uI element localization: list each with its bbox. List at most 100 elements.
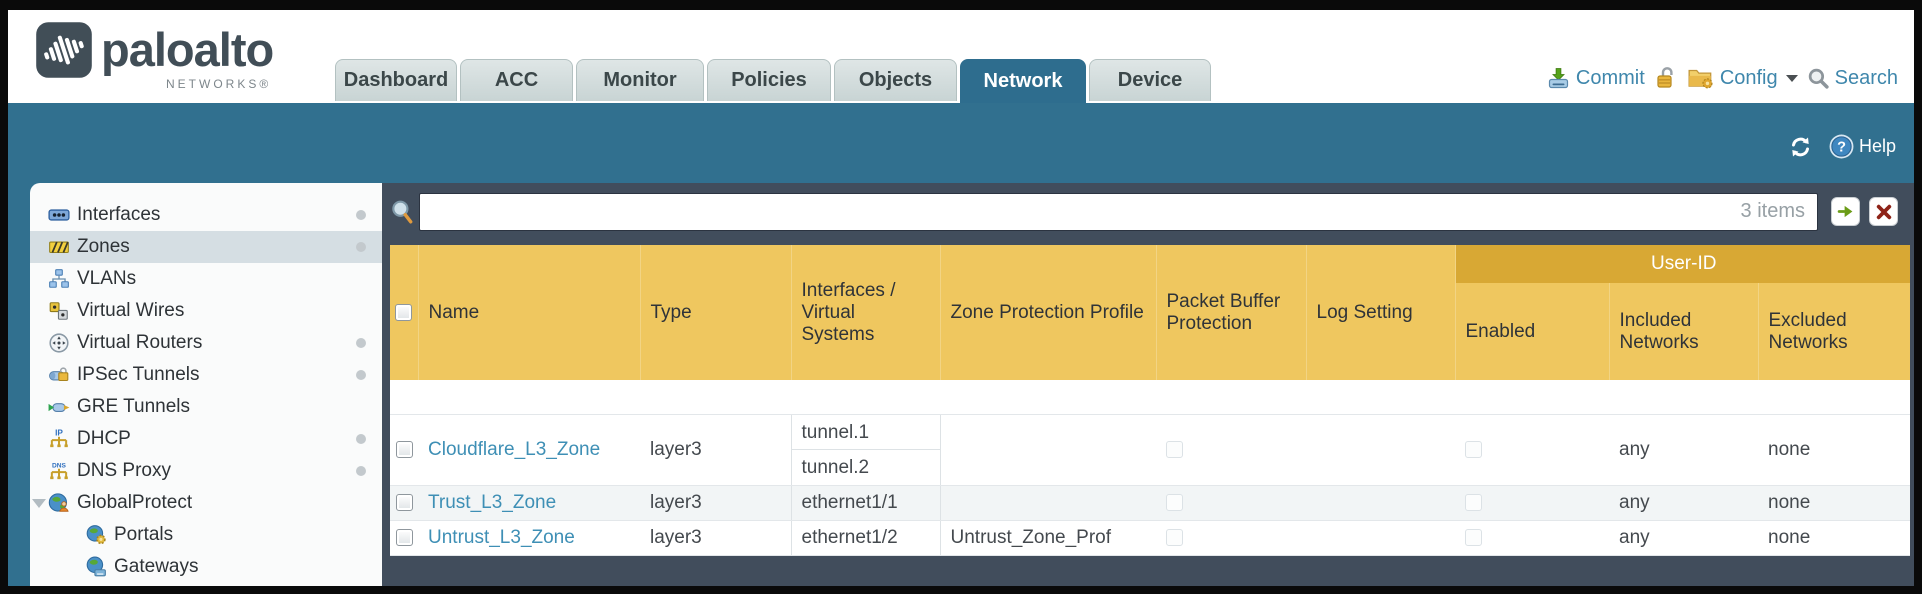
gre-tunnels-icon — [48, 403, 70, 412]
search-label: Search — [1834, 66, 1898, 89]
log-setting-cell — [1306, 520, 1455, 556]
apply-filter-button[interactable] — [1831, 197, 1860, 226]
zone-name-link[interactable]: Trust_L3_Zone — [428, 491, 557, 513]
network-sidebar: Interfaces Zones VLANs — [30, 183, 382, 586]
packet-buffer-cell — [1156, 414, 1306, 486]
userid-enabled-cell — [1455, 520, 1609, 556]
col-enabled[interactable]: Enabled — [1455, 283, 1610, 380]
header-gap — [390, 380, 1910, 415]
lock-icon[interactable] — [1654, 65, 1678, 91]
sidebar-item-virtual-routers[interactable]: Virtual Routers — [30, 327, 382, 359]
interfaces-icon — [48, 209, 70, 221]
sidebar-item-vlans[interactable]: VLANs — [30, 263, 382, 295]
item-options-dot[interactable] — [356, 338, 366, 348]
config-label: Config — [1719, 66, 1778, 89]
sidebar-item-ipsec-tunnels[interactable]: IPSec Tunnels — [30, 359, 382, 391]
sidebar-item-virtual-wires[interactable]: Virtual Wires — [30, 295, 382, 327]
clear-filter-button[interactable] — [1869, 197, 1898, 226]
userid-enabled-checkbox — [1465, 493, 1482, 511]
col-packet-buffer[interactable]: Packet Buffer Protection — [1156, 245, 1307, 380]
col-log-setting[interactable]: Log Setting — [1306, 245, 1456, 380]
col-type[interactable]: Type — [640, 245, 792, 380]
vlans-icon — [49, 269, 69, 288]
item-options-dot[interactable] — [356, 434, 366, 444]
sidebar-item-zones[interactable]: Zones — [30, 231, 382, 263]
zone-type: layer3 — [640, 414, 791, 486]
tab-monitor[interactable]: Monitor — [576, 59, 704, 101]
sidebar-item-portals[interactable]: Portals — [30, 519, 382, 551]
excluded-networks-cell: none — [1758, 414, 1910, 486]
item-options-dot[interactable] — [356, 466, 366, 476]
tab-network[interactable]: Network — [960, 59, 1086, 103]
row-checkbox[interactable] — [395, 440, 413, 458]
help-label: Help — [1858, 136, 1896, 156]
portals-icon — [86, 525, 106, 545]
refresh-icon[interactable] — [1787, 135, 1814, 159]
zone-interfaces: tunnel.1 tunnel.2 — [790, 414, 941, 486]
log-setting-cell — [1306, 414, 1455, 486]
dns-proxy-icon: DNS — [50, 463, 68, 480]
items-count: 3 items — [1740, 200, 1805, 222]
zone-name-link[interactable]: Cloudflare_L3_Zone — [428, 438, 601, 460]
svg-text:IP: IP — [55, 429, 63, 438]
tab-policies[interactable]: Policies — [707, 59, 831, 101]
sidebar-item-gre-tunnels[interactable]: GRE Tunnels — [30, 391, 382, 423]
commit-button[interactable]: Commit — [1546, 66, 1645, 90]
filter-search-icon[interactable] — [390, 199, 414, 225]
col-included-networks[interactable]: Included Networks — [1609, 283, 1759, 380]
sidebar-label: VLANs — [77, 268, 137, 289]
commit-label: Commit — [1575, 66, 1645, 89]
zone-name-link[interactable]: Untrust_L3_Zone — [428, 526, 575, 548]
row-checkbox[interactable] — [395, 528, 413, 546]
zones-panel: 3 items — [382, 183, 1914, 586]
tab-acc[interactable]: ACC — [460, 59, 573, 101]
virtual-wires-icon — [49, 302, 68, 320]
quick-actions: Commit Config — [1546, 65, 1898, 91]
filter-input[interactable] — [420, 193, 1741, 230]
commit-icon — [1548, 68, 1569, 89]
page-tools: ? Help — [1787, 133, 1896, 160]
config-menu[interactable]: Config — [1687, 65, 1798, 91]
sidebar-item-gateways[interactable]: Gateways — [30, 551, 382, 583]
col-name[interactable]: Name — [418, 245, 641, 380]
help-button[interactable]: ? Help — [1828, 133, 1896, 160]
row-select-cell — [390, 414, 418, 486]
col-zone-protection[interactable]: Zone Protection Profile — [940, 245, 1157, 380]
interface-item: tunnel.2 — [801, 456, 870, 478]
tab-dashboard[interactable]: Dashboard — [335, 59, 457, 101]
dhcp-icon: IP — [50, 429, 68, 448]
userid-enabled-checkbox — [1465, 528, 1482, 546]
select-all-checkbox[interactable] — [395, 303, 413, 321]
zones-table-wrap: Name Type Interfaces / Virtual Systems Z… — [390, 245, 1910, 556]
row-checkbox[interactable] — [395, 493, 413, 511]
apply-filter-icon — [1837, 205, 1853, 218]
tab-device[interactable]: Device — [1089, 59, 1211, 101]
col-excluded-networks[interactable]: Excluded Networks — [1758, 283, 1910, 380]
sidebar-item-dhcp[interactable]: IP DHCP — [30, 423, 382, 455]
zones-table: Name Type Interfaces / Virtual Systems Z… — [390, 245, 1910, 556]
item-options-dot[interactable] — [356, 370, 366, 380]
svg-text:DNS: DNS — [52, 463, 67, 470]
paloalto-logo-icon — [36, 22, 92, 78]
main-nav-tabs: Dashboard ACC Monitor Policies Objects N… — [335, 59, 1211, 103]
zone-type: layer3 — [640, 520, 791, 556]
sidebar-item-dns-proxy[interactable]: DNS DNS Proxy — [30, 455, 382, 487]
sidebar-item-interfaces[interactable]: Interfaces — [30, 199, 382, 231]
sidebar-label: DHCP — [77, 428, 131, 449]
sidebar-item-globalprotect[interactable]: GlobalProtect — [30, 487, 382, 519]
tab-objects[interactable]: Objects — [834, 59, 957, 101]
sidebar-label: Gateways — [114, 556, 199, 577]
excluded-networks-cell: none — [1758, 520, 1910, 556]
zone-row-cloudflare: Cloudflare_L3_Zone layer3 tunnel.1 tunne… — [390, 414, 1910, 486]
zone-protection-profile — [940, 485, 1156, 521]
clear-filter-icon — [1876, 204, 1891, 219]
global-search-button[interactable]: Search — [1807, 67, 1898, 90]
item-options-dot[interactable] — [356, 242, 366, 252]
filter-bar: 3 items — [382, 183, 1914, 240]
ipsec-tunnels-icon — [49, 367, 69, 382]
item-options-dot[interactable] — [356, 210, 366, 220]
sidebar-label: Virtual Wires — [77, 300, 185, 321]
col-interfaces[interactable]: Interfaces / Virtual Systems — [791, 245, 941, 380]
expand-caret-icon[interactable] — [32, 499, 46, 508]
